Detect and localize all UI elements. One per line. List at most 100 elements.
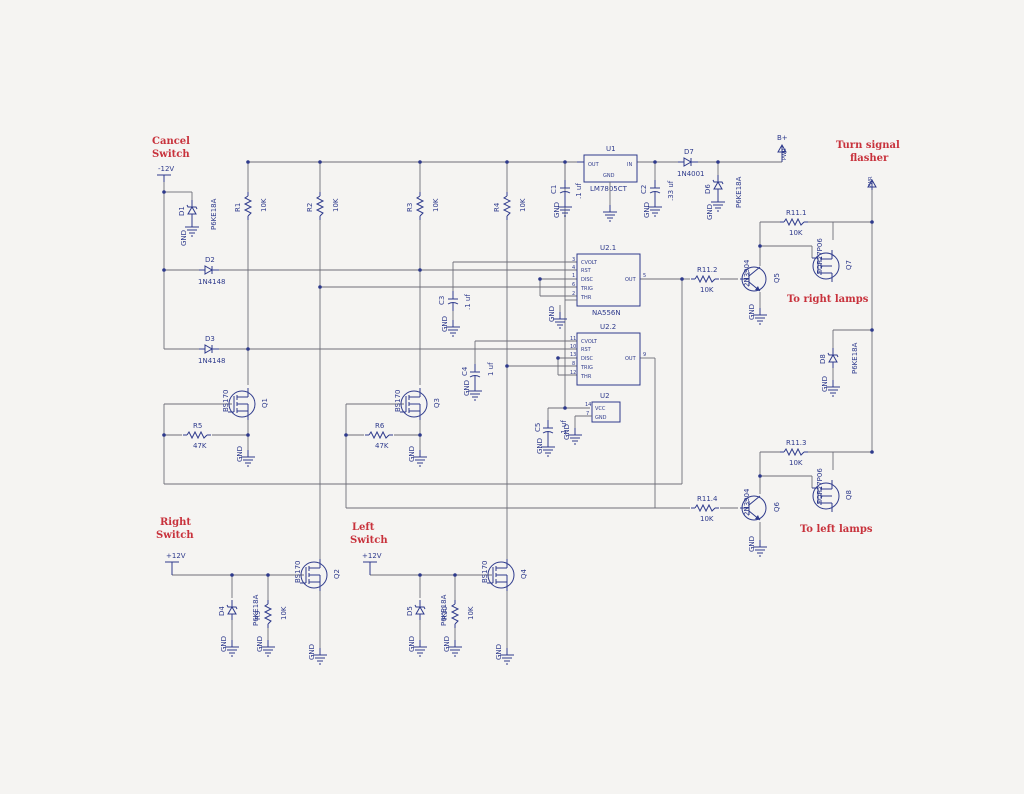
r111-ref: R11.1 bbox=[786, 209, 806, 217]
diode-d4: D4 P6KE18A bbox=[218, 594, 260, 657]
flasher-power: PWR bbox=[867, 176, 877, 190]
mosfet-q8: FQP27P06 Q8 bbox=[811, 468, 853, 513]
capacitor-c5: C5 .1 uf bbox=[534, 419, 568, 457]
r114-value: 10K bbox=[700, 515, 714, 523]
u21-pin-trig: TRIG bbox=[580, 286, 593, 292]
q2-ref: Q2 bbox=[333, 569, 341, 579]
gnd-label-d4: GND bbox=[220, 636, 228, 652]
c3-value: .1 uf bbox=[464, 294, 472, 310]
u21-num-2: 2 bbox=[572, 291, 575, 297]
junctions bbox=[162, 160, 874, 577]
resistor-r111: R11.1 10K bbox=[779, 209, 809, 237]
d3-value: 1N4148 bbox=[198, 357, 226, 365]
r3-ref: R3 bbox=[406, 203, 414, 212]
resistor-r3: R3 10K bbox=[406, 191, 440, 221]
r6-value: 47K bbox=[375, 442, 389, 450]
resistor-r5: R5 47K bbox=[182, 422, 212, 450]
d3-ref: D3 bbox=[205, 335, 215, 343]
gnd-label-d5: GND bbox=[408, 636, 416, 652]
u22-num-9: 9 bbox=[643, 352, 646, 358]
q6-value: 2N3904 bbox=[743, 488, 751, 516]
d8-ref: D8 bbox=[819, 354, 827, 364]
resistor-r112: R11.2 10K bbox=[690, 266, 720, 294]
capacitor-c2: C2 .33 uf bbox=[640, 179, 675, 217]
q4-ref: Q4 bbox=[520, 568, 528, 579]
r3-value: 10K bbox=[432, 198, 440, 212]
resistor-r6: R6 47K bbox=[364, 422, 394, 450]
minus12-label: -12V bbox=[158, 165, 174, 173]
u2-power: U2 VCC GND 14 7 bbox=[567, 392, 621, 445]
r112-value: 10K bbox=[700, 286, 714, 294]
r9-ref: R9 bbox=[254, 611, 262, 620]
gnd-label-d6: GND bbox=[706, 204, 714, 220]
u22-num-11: 11 bbox=[570, 336, 576, 342]
mosfet-q2: BS170 Q2 bbox=[294, 545, 341, 665]
q1-ref: Q1 bbox=[261, 398, 269, 408]
d4-ref: D4 bbox=[218, 606, 226, 616]
diode-d5: D5 P6KE18A bbox=[406, 594, 448, 657]
u22-ref: U2.2 bbox=[600, 323, 616, 331]
flasher-pwr-label: PWR bbox=[868, 176, 874, 188]
diode-d7: D7 1N4001 bbox=[677, 148, 705, 178]
mosfet-q1: BS170 Q1 bbox=[222, 387, 269, 421]
capacitor-c3: C3 .1 uf bbox=[438, 290, 472, 337]
q7-value: FQP27P06 bbox=[816, 238, 824, 274]
c2-value: .33 uf bbox=[667, 180, 675, 201]
mosfet-q4: BS170 Q4 bbox=[481, 555, 528, 665]
r9-value: 10K bbox=[280, 606, 288, 620]
r10-value: 10K bbox=[467, 606, 475, 620]
c3-ref: C3 bbox=[438, 296, 446, 305]
d5-value: P6KE18A bbox=[440, 594, 448, 626]
resistor-r1: R1 10K bbox=[234, 191, 268, 221]
gnd-label-u2: GND bbox=[563, 424, 571, 440]
u21-pin-cvolt: CVOLT bbox=[581, 260, 598, 266]
resistor-r4: R4 10K bbox=[493, 191, 527, 221]
diode-d1: D1 P6KE18A bbox=[178, 191, 218, 237]
u21-num-4: 4 bbox=[572, 265, 575, 271]
u22-num-12: 12 bbox=[570, 370, 576, 376]
d4-value: P6KE18A bbox=[252, 594, 260, 626]
r1-value: 10K bbox=[260, 198, 268, 212]
r1-ref: R1 bbox=[234, 203, 242, 212]
plus12-left-label: +12V bbox=[362, 552, 382, 560]
d5-ref: D5 bbox=[406, 606, 414, 616]
resistor-r114: R11.4 10K bbox=[690, 495, 720, 523]
c2-ref: C2 bbox=[640, 185, 648, 194]
annotations: Cancel Switch Right Switch Left Switch T… bbox=[152, 136, 900, 546]
u22-timer: U2.2 CVOLT RST DISC TRIG THR OUT 11 10 1… bbox=[570, 323, 646, 386]
c1-value: .1 uf bbox=[575, 183, 583, 199]
u1-part: LM7805CT bbox=[590, 185, 628, 193]
u21-num-3: 3 bbox=[572, 257, 575, 263]
q3-gnd-label: GND bbox=[408, 446, 416, 462]
u22-pin-cvolt: CVOLT bbox=[581, 339, 598, 345]
cancel-switch-label-2: Switch bbox=[152, 149, 190, 160]
right-switch-label-2: Switch bbox=[156, 530, 194, 541]
u21-num-1: 1 bbox=[572, 273, 575, 279]
u21-pin-out: OUT bbox=[625, 277, 637, 283]
q5-value: 2N3904 bbox=[743, 259, 751, 287]
capacitor-c1: C1 .1 uf bbox=[550, 179, 583, 217]
wires bbox=[163, 161, 873, 648]
d8-value: P6KE18A bbox=[851, 342, 859, 374]
u21-num-5: 5 bbox=[643, 273, 646, 279]
u22-pin-trig: TRIG bbox=[580, 365, 593, 371]
gnd-label-q6: GND bbox=[748, 536, 756, 552]
right-switch-label-1: Right bbox=[160, 517, 191, 528]
resistor-r10: R10 10K bbox=[441, 599, 475, 657]
minus12-source: -12V bbox=[157, 165, 174, 182]
u2-num-7: 7 bbox=[586, 411, 589, 417]
plus12-right-source: +12V bbox=[165, 552, 186, 575]
u22-pin-out: OUT bbox=[625, 356, 637, 362]
to-left-lamps-label: To left lamps bbox=[800, 524, 873, 535]
r2-value: 10K bbox=[332, 198, 340, 212]
bplus-label: B+ bbox=[777, 134, 788, 142]
u22-num-8: 8 bbox=[572, 361, 575, 367]
to-right-lamps-label: To right lamps bbox=[787, 294, 869, 305]
d7-value: 1N4001 bbox=[677, 170, 705, 178]
gnd-label-c4: GND bbox=[463, 380, 471, 396]
u1-out-pin: OUT bbox=[588, 162, 600, 168]
d2-value: 1N4148 bbox=[198, 278, 226, 286]
transistor-q6: 2N3904 Q6 bbox=[739, 488, 781, 557]
q1-value: BS170 bbox=[222, 390, 230, 412]
